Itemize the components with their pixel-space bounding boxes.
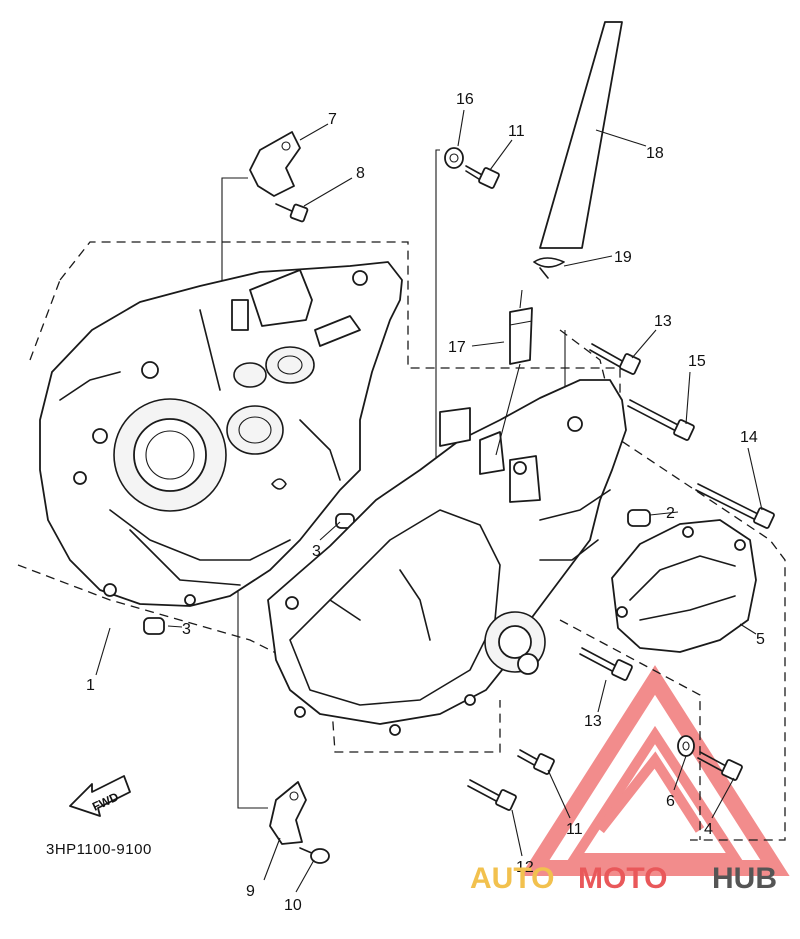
callout-2: 2 — [666, 505, 675, 522]
callout-17: 17 — [448, 339, 466, 356]
callout-4: 4 — [704, 821, 713, 838]
bolt-12 — [467, 779, 517, 811]
bolt-13-upper — [589, 343, 641, 375]
crankcase-cover — [611, 509, 757, 653]
leader-lines — [95, 109, 763, 893]
screw-10 — [299, 847, 330, 864]
bolt-4 — [697, 751, 743, 781]
breather-hose — [539, 21, 623, 249]
watermark-moto: MOTO — [578, 862, 667, 895]
breather-pipe — [495, 289, 533, 456]
callout-18: 18 — [646, 145, 664, 162]
bolt-8 — [275, 203, 309, 223]
assembly-guide-lines — [17, 149, 786, 841]
callout-10: 10 — [284, 897, 302, 914]
callout-11a: 11 — [508, 123, 525, 140]
callout-7: 7 — [328, 111, 337, 128]
callout-13a: 13 — [654, 313, 672, 330]
bolt-11-upper — [465, 165, 500, 189]
watermark-hub: HUB — [712, 862, 777, 895]
right-crankcase-half — [267, 379, 627, 736]
bolt-14 — [695, 483, 775, 529]
callout-14: 14 — [740, 429, 758, 446]
callout-3b: 3 — [182, 621, 191, 638]
callout-6: 6 — [666, 793, 675, 810]
forward-arrow: FWD — [69, 775, 131, 817]
bracket-upper — [249, 131, 301, 197]
callout-19: 19 — [614, 249, 632, 266]
washer-16 — [444, 147, 464, 169]
watermark-auto: AUTO — [470, 862, 554, 895]
part-code: 3HP1100-9100 — [46, 841, 152, 858]
callout-labels: 1 2 3 3 3 4 5 6 7 8 9 10 11 11 12 13 13 … — [86, 91, 765, 914]
hose-clamp — [533, 257, 565, 279]
callout-16: 16 — [456, 91, 474, 108]
left-crankcase-half — [39, 261, 403, 635]
washer-6 — [677, 735, 695, 757]
callout-5: 5 — [756, 631, 765, 648]
callout-13b: 13 — [584, 713, 602, 730]
callout-3a: 3 — [312, 543, 321, 560]
watermark-text: AUTO MOTO HUB — [470, 862, 777, 895]
watermark-logo — [520, 665, 790, 876]
bolt-15 — [627, 399, 695, 441]
callout-1: 1 — [86, 677, 95, 694]
bolt-13-lower — [579, 647, 633, 681]
callout-12: 12 — [516, 859, 534, 876]
callout-9: 9 — [246, 883, 255, 900]
callout-11b: 11 — [566, 821, 583, 838]
callout-8: 8 — [356, 165, 365, 182]
bolt-11-lower — [517, 749, 555, 775]
bracket-lower — [269, 781, 307, 845]
callout-15: 15 — [688, 353, 706, 370]
